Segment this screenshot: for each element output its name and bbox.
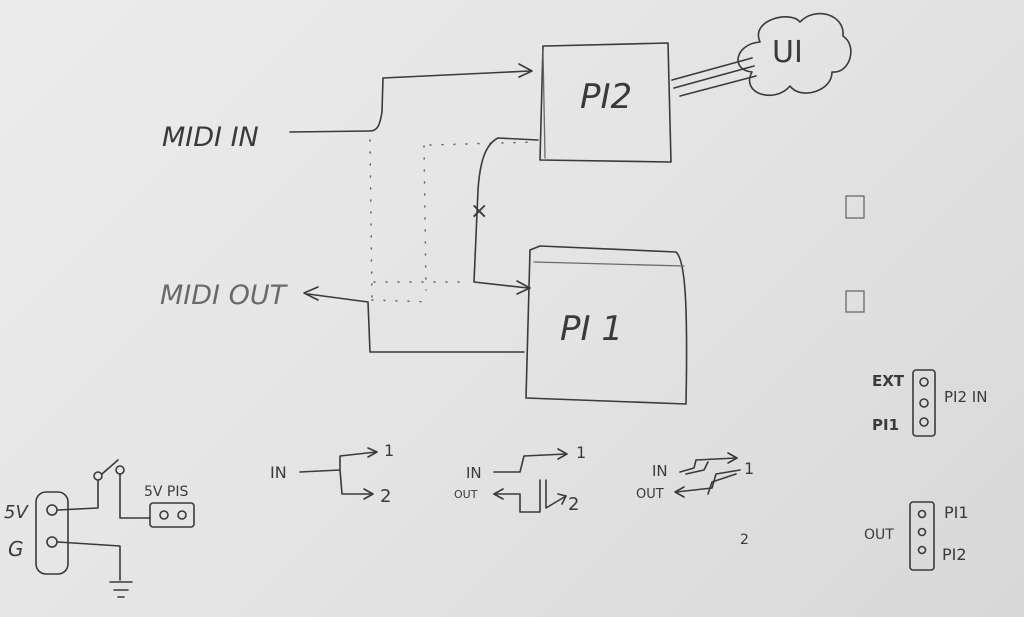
- midi-out-wire: [307, 293, 525, 353]
- connector-pin: [46, 504, 58, 516]
- jumper-out-pi2-label: PI2: [942, 545, 967, 564]
- split-in-label: IN: [270, 463, 287, 482]
- routing-split: [299, 447, 378, 500]
- dotted-routes: [369, 139, 537, 303]
- midi-in-arrowhead: [518, 63, 533, 78]
- power-ground-label: G: [8, 537, 24, 561]
- jumper-in-header: [912, 369, 936, 437]
- jumper-out-label: OUT: [864, 527, 894, 543]
- cross-mark: ×: [470, 199, 488, 224]
- jumper-pin: [919, 417, 929, 427]
- pi1-box: [525, 245, 688, 405]
- jumper-pin: [919, 377, 929, 387]
- ui-cloud: [737, 12, 852, 96]
- ui-label: UI: [772, 35, 803, 70]
- pi1-label: PI 1: [560, 309, 623, 349]
- power-header: [149, 502, 195, 528]
- ground-symbol-icon: [109, 581, 133, 598]
- switch-contact: [93, 471, 103, 481]
- pi2-to-pi1-route: [473, 137, 539, 295]
- chain-stray-label: 2: [740, 532, 749, 548]
- jumper-in-pi2in-label: PI2 IN: [944, 388, 987, 406]
- power-connector: [35, 491, 69, 575]
- power-schematic: [35, 459, 195, 598]
- jumper-pin: [919, 398, 929, 408]
- ground-wire: [57, 541, 121, 581]
- header-pin: [177, 510, 187, 520]
- splitout-out2-label: 2: [568, 494, 579, 515]
- small-square-2: [845, 290, 865, 313]
- routing-split-out: [493, 448, 568, 513]
- switch-contact: [115, 465, 125, 475]
- pi1-arrowhead: [516, 280, 531, 295]
- jumper-out-pi1-label: PI1: [944, 503, 969, 522]
- jumper-in-pi1-label: PI1: [872, 416, 899, 434]
- midi-out-arrowhead: [303, 286, 319, 301]
- switch-lever: [101, 459, 119, 475]
- midi-in-route: [289, 63, 533, 133]
- five-v-wire: [57, 479, 99, 511]
- split-out2-label: 2: [380, 486, 391, 507]
- midi-out-label: MIDI OUT: [160, 280, 289, 311]
- midi-out-route: [303, 286, 525, 353]
- jumper-out-header: [909, 501, 935, 571]
- jumper-pin: [917, 527, 927, 537]
- splitout-out1-label: 1: [576, 443, 586, 462]
- pi2-pi1-wire: [473, 137, 539, 289]
- pi2-box: [539, 42, 672, 163]
- chain-out1-label: 1: [744, 459, 754, 478]
- pi2-label: PI2: [580, 77, 632, 117]
- midi-in-wire: [289, 70, 531, 133]
- chain-in-label: IN: [652, 462, 668, 480]
- power-5v-label: 5V: [4, 502, 29, 523]
- jumper-in-ext-label: EXT: [872, 372, 905, 390]
- routing-chain: [674, 452, 741, 498]
- split-out1-label: 1: [384, 441, 394, 460]
- splitout-out-label: OUT: [454, 488, 478, 501]
- header-pin: [159, 510, 169, 520]
- power-header-label: 5V PIS: [144, 484, 189, 500]
- pi2-ui-link: [671, 57, 757, 97]
- connector-pin: [46, 536, 58, 548]
- small-square-1: [845, 195, 865, 219]
- jumper-pin: [917, 509, 927, 519]
- jumper-pin: [917, 545, 927, 555]
- splitout-in-label: IN: [466, 464, 482, 482]
- chain-out-label: OUT: [636, 487, 664, 502]
- switch-to-header-wire: [119, 473, 151, 519]
- midi-in-label: MIDI IN: [162, 122, 259, 153]
